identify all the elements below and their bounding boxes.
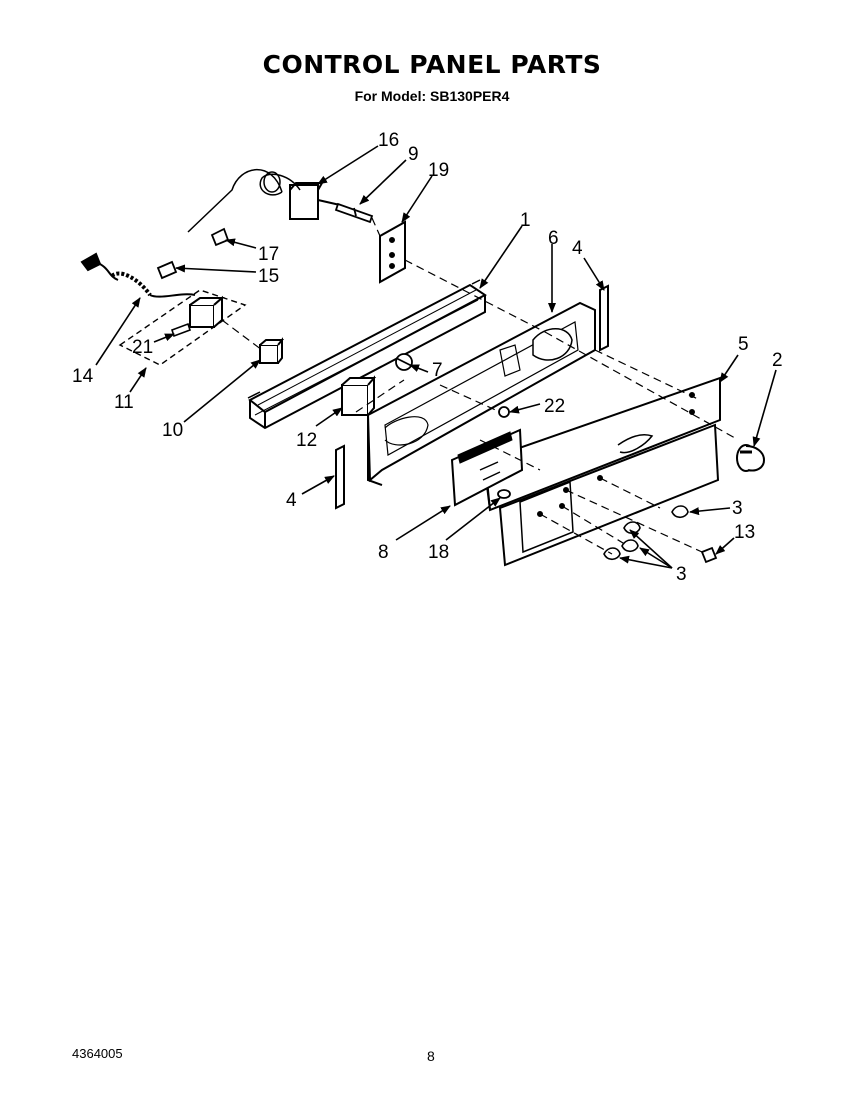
assembly-lines — [221, 217, 736, 555]
part-13-button — [700, 546, 718, 564]
page-title: CONTROL PANEL PARTS — [262, 50, 602, 79]
model-subtitle: For Model: SB130PER4 — [354, 88, 510, 104]
part-21-terminal-block — [189, 295, 225, 328]
part-10-connector — [259, 337, 285, 364]
part-18-spring — [497, 489, 511, 499]
callout-12: 12 — [296, 430, 317, 451]
callout-11: 11 — [114, 392, 134, 413]
callout-21: 21 — [132, 337, 153, 358]
part-12-block — [341, 375, 377, 416]
document-number: 4364005 — [72, 1046, 123, 1061]
part-21-pin — [170, 322, 192, 338]
part-3-knob-a — [671, 505, 689, 519]
callout-13: 13 — [734, 522, 755, 543]
page-number: 8 — [427, 1048, 435, 1064]
part-4-strip-left — [335, 444, 345, 510]
part-1-control-channel — [247, 279, 487, 430]
callout-6: 6 — [548, 228, 559, 249]
callout-16: 16 — [378, 130, 399, 151]
callout-numbers: 16 9 19 17 15 21 14 11 10 1 6 4 5 2 7 12… — [72, 130, 783, 585]
callout-2: 2 — [772, 350, 783, 371]
callout-22: 22 — [544, 396, 565, 417]
part-4-strip-right — [599, 284, 609, 352]
callout-10: 10 — [162, 420, 183, 441]
part-15-clip — [156, 260, 178, 280]
part-3-knob-b — [603, 521, 641, 561]
callout-7: 7 — [432, 360, 443, 381]
part-14-power-cord — [80, 252, 196, 298]
part-22-grommet — [498, 406, 510, 418]
part-11-wire-harness-box — [118, 289, 247, 366]
callout-18: 18 — [428, 542, 449, 563]
callout-17: 17 — [258, 244, 279, 265]
callout-5: 5 — [738, 334, 749, 355]
callout-3-lower: 3 — [676, 564, 687, 585]
part-17-clip — [210, 227, 230, 247]
callout-1: 1 — [520, 210, 531, 231]
callout-8: 8 — [378, 542, 389, 563]
part-9-pin — [334, 202, 374, 224]
callout-14: 14 — [72, 366, 94, 387]
callout-3-upper: 3 — [732, 498, 743, 519]
callout-4-left: 4 — [286, 490, 297, 511]
part-8-switch-board — [450, 428, 524, 507]
part-19-bracket — [379, 220, 406, 284]
callout-15: 15 — [258, 266, 279, 287]
part-16-timer — [187, 168, 341, 233]
callout-19: 19 — [428, 160, 449, 181]
callout-leaders — [95, 145, 777, 569]
callout-4-right: 4 — [572, 238, 583, 259]
part-7-knob-shaft — [395, 353, 413, 371]
callout-9: 9 — [408, 144, 419, 165]
part-2-knob — [736, 444, 766, 472]
